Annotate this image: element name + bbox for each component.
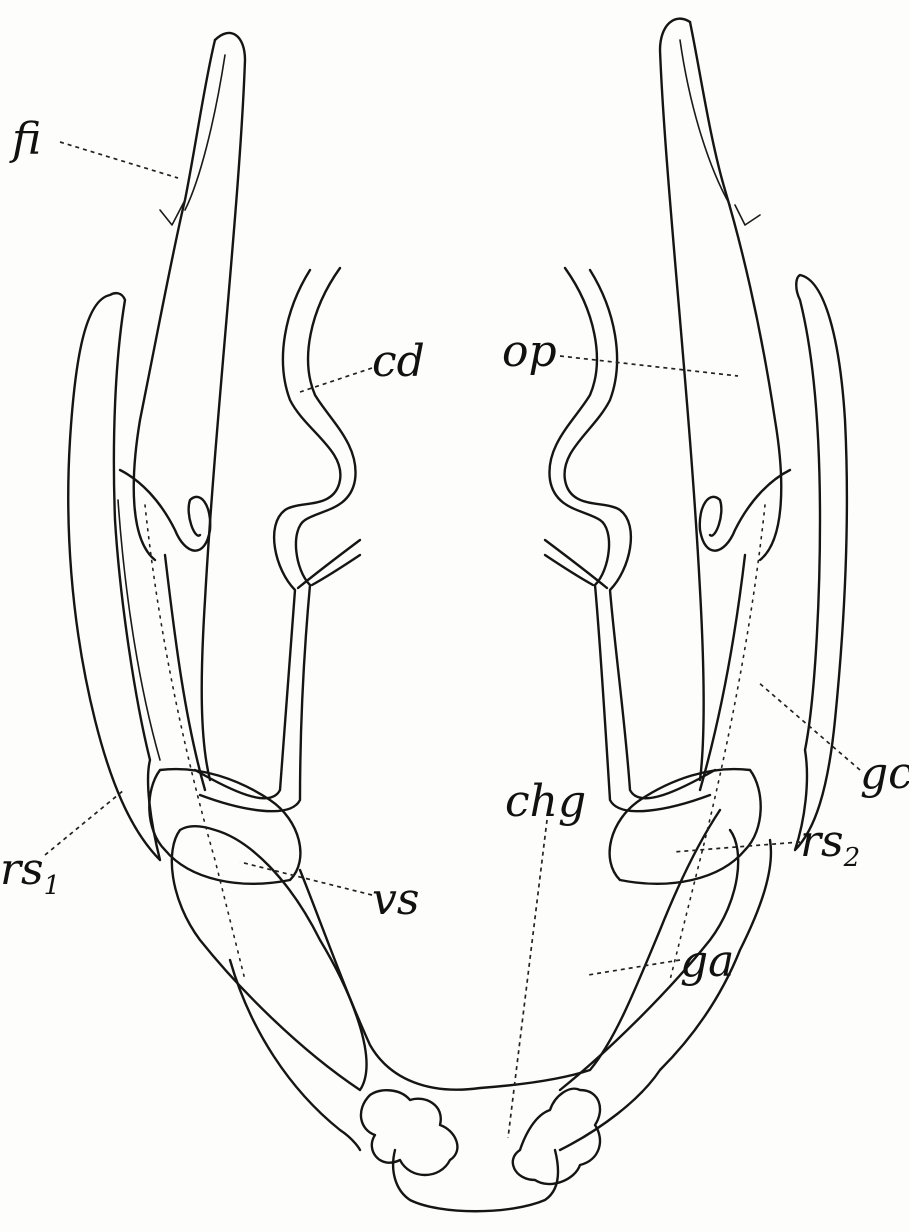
right-duct-lower bbox=[700, 555, 745, 790]
label-rs2-sub: 2 bbox=[844, 843, 861, 873]
right-long-tube-inner bbox=[690, 22, 781, 560]
right-long-tube bbox=[660, 19, 704, 780]
right-hook bbox=[700, 470, 790, 551]
left-ganglion bbox=[361, 1090, 457, 1175]
right-notch bbox=[735, 205, 760, 225]
leader-rs1 bbox=[45, 790, 124, 855]
label-vs: vs bbox=[372, 878, 419, 922]
leader-ga bbox=[588, 960, 680, 975]
leader-chg bbox=[508, 812, 548, 1138]
label-cd: cd bbox=[372, 340, 425, 384]
dotted-line-left bbox=[145, 505, 245, 980]
dotted-line-right bbox=[670, 505, 765, 980]
right-coiled-duct-outer bbox=[565, 270, 715, 798]
left-tube-lumen bbox=[185, 55, 225, 210]
left-duct-branch bbox=[298, 540, 360, 588]
right-outer-lobe bbox=[795, 275, 847, 850]
left-outer-body bbox=[230, 960, 360, 1150]
right-duct-branch bbox=[545, 540, 607, 588]
leader-gc bbox=[758, 682, 860, 770]
leader-vs bbox=[240, 862, 372, 895]
label-gc: gc bbox=[860, 752, 909, 796]
leader-fi bbox=[60, 142, 178, 178]
left-inner-lobe bbox=[118, 500, 160, 760]
label-rs1-main: rs bbox=[0, 844, 44, 895]
left-outer-lobe bbox=[68, 293, 160, 860]
leader-op bbox=[560, 356, 738, 376]
left-long-tube-inner bbox=[134, 40, 215, 560]
right-outer-body bbox=[560, 840, 771, 1150]
label-chg: chg bbox=[505, 780, 586, 824]
central-body bbox=[300, 810, 720, 1090]
label-fi: fi bbox=[12, 118, 41, 162]
label-rs2-main: rs bbox=[800, 816, 844, 867]
label-ga: ga bbox=[680, 940, 734, 984]
label-rs1: rs1 bbox=[0, 848, 60, 899]
left-duct-lower bbox=[165, 555, 205, 790]
label-rs1-sub: 1 bbox=[44, 871, 61, 901]
label-op: op bbox=[502, 330, 557, 374]
label-rs2: rs2 bbox=[800, 820, 860, 871]
left-coiled-duct-outer bbox=[195, 270, 340, 798]
left-long-tube bbox=[202, 33, 245, 780]
